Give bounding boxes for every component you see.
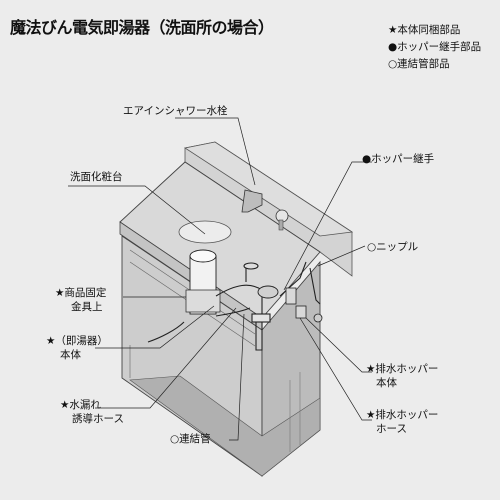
legend-pipe-parts: ○連結管部品 <box>388 58 450 70</box>
label-vanity: 洗面化粧台 <box>70 171 123 183</box>
label-heater-line1: ★（即湯器） <box>46 335 108 347</box>
label-fixing-bracket-line2: 金具上 <box>71 301 103 313</box>
legend-hopper-parts: ●ホッパー継手部品 <box>388 41 482 53</box>
legend-main-parts: ★本体同梱部品 <box>388 24 461 36</box>
label-heater-body: ★（即湯器） 本体 <box>46 334 108 362</box>
label-fixing-bracket-line1: ★商品固定 <box>55 287 107 299</box>
label-connecting-pipe: ○連結管 <box>170 433 211 445</box>
label-drain-hose-line1: ★排水ホッパー <box>366 409 439 421</box>
label-air-in-shower: エアインシャワー水栓 <box>123 105 228 117</box>
label-hopper-joint: ●ホッパー継手 <box>362 153 435 165</box>
label-nipple: ○ニップル <box>367 241 419 253</box>
heater-unit-icon <box>185 249 221 315</box>
label-fixing-bracket: ★商品固定 金具上 <box>55 286 106 314</box>
cabinet-interior-floor <box>129 375 321 477</box>
piping <box>147 261 321 351</box>
label-drain-hopper-hose: ★排水ホッパー ホース <box>366 408 438 436</box>
label-leak-hose: ★水漏れ 誘導ホース <box>60 398 124 426</box>
faucet-icon <box>241 189 289 231</box>
hopper-icon <box>257 285 323 323</box>
label-drain-body-line1: ★排水ホッパー <box>366 363 439 375</box>
label-leak-hose-line2: 誘導ホース <box>72 413 124 425</box>
basin <box>178 220 232 244</box>
label-drain-hopper-body: ★排水ホッパー 本体 <box>366 362 438 390</box>
backsplash-top <box>183 141 354 237</box>
label-drain-hose-line2: ホース <box>376 423 407 435</box>
page-title: 魔法びん電気即湯器（洗面所の場合） <box>10 18 274 37</box>
leader-lines <box>68 117 372 441</box>
label-heater-line2: 本体 <box>60 349 81 361</box>
label-leak-hose-line1: ★水漏れ <box>60 399 101 411</box>
legend: ★本体同梱部品 ●ホッパー継手部品 ○連結管部品 <box>388 22 481 73</box>
label-drain-body-line2: 本体 <box>376 377 397 389</box>
